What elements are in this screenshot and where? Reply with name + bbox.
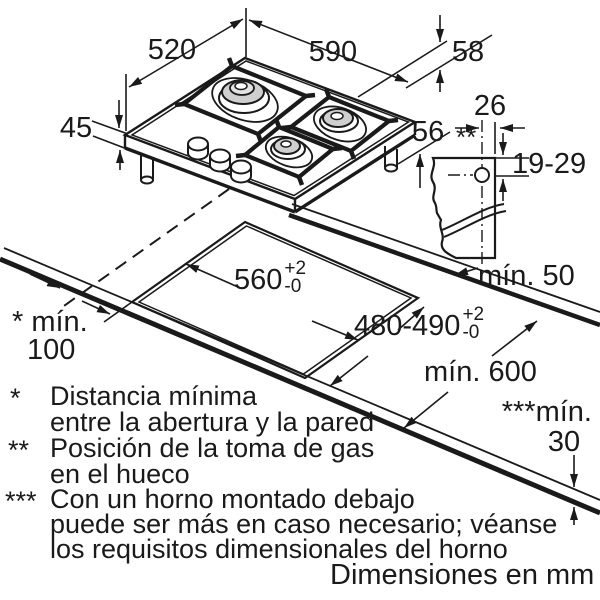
hob-leg-right <box>384 146 398 173</box>
worktop-back-edge <box>291 203 600 313</box>
knob-icon <box>230 159 252 175</box>
cutout-inner <box>137 225 413 375</box>
dim-560-arrow <box>185 263 239 288</box>
cutout-depth-value: 480-490 <box>354 310 461 342</box>
break-line <box>443 210 507 238</box>
dim-label-gas-side-offset: 56 <box>412 116 445 148</box>
gas-inlet-icon <box>474 167 490 183</box>
control-knobs <box>187 136 252 184</box>
dim-min600-arrow <box>491 320 538 357</box>
hob-illustration <box>122 56 418 214</box>
dim-590-line <box>248 19 409 83</box>
hob-body-right-edge <box>294 133 416 214</box>
dim-label-gas-height-range: 19-29 <box>512 148 587 180</box>
dim-label-cutout-depth: 480-490 +2 -0 <box>354 305 484 342</box>
cutout-depth-tolerance: +2 -0 <box>462 304 485 344</box>
dim-label-bottom-clearance: ***mín. <box>501 396 592 428</box>
knob-icon <box>187 136 209 152</box>
dim-label-cutout-width: 560 +2 -0 <box>234 259 306 296</box>
dim-label-hob-depth: 520 <box>147 34 197 66</box>
footnote-3-line-2: puede ser más en caso necesario; véanse <box>50 509 558 539</box>
dim-label-gas-edge-offset: 26 <box>473 90 507 122</box>
side-wall-dashed-line <box>60 188 230 309</box>
dim-label-side-clearance: mín. 50 <box>478 260 575 292</box>
dim-value-bottom-clearance: 30 <box>547 426 581 458</box>
units-note: Dimensiones en mm <box>330 559 595 591</box>
cabinet-side-profile <box>430 156 497 260</box>
dim-min600-arrow <box>403 391 449 429</box>
dim-min50-arrow <box>454 267 479 276</box>
dim-min100-arrow <box>29 273 61 289</box>
cutout-opening <box>129 220 421 380</box>
footnote-2-line-1: Posición de la toma de gas <box>50 433 375 463</box>
dim-ref-double-asterisk: ** <box>456 122 477 152</box>
footnote-marker-1: * <box>10 383 21 413</box>
dimension-lines <box>29 8 578 525</box>
dim-560-arrow <box>311 320 359 341</box>
cutout-width-tolerance: +2 -0 <box>284 258 307 298</box>
footnote-2-line-2: en el hueco <box>50 459 190 489</box>
dim-label-hob-width: 590 <box>308 36 358 68</box>
knob-icon <box>209 148 231 164</box>
dim-520-line <box>128 18 244 88</box>
footnote-3-line-1: Con un horno montado debajo <box>50 484 415 514</box>
dim-label-hob-height: 45 <box>59 112 93 144</box>
dim-label-worktop-depth: mín. 600 <box>424 356 537 388</box>
hob-leg-left <box>140 155 154 185</box>
footnote-1-line-1: Distancia mínima <box>50 381 258 411</box>
footnote-3-line-3: los requisitos dimensionales del horno <box>50 534 508 564</box>
cutout-width-value: 560 <box>234 264 283 296</box>
footnote-1-line-2: entre la abertura y la pared <box>50 407 375 437</box>
dim-label-wall-clearance: * mín. <box>12 306 88 338</box>
gas-connection-detail <box>430 120 507 266</box>
hob-body-front-edge <box>124 146 296 214</box>
dim-480-arrow <box>329 355 369 387</box>
hob-glass-rim <box>130 60 411 197</box>
wall-line <box>288 212 600 328</box>
worktop-front-thick-edge <box>0 256 600 516</box>
footnote-marker-2: ** <box>8 435 30 465</box>
burner-small-icon <box>235 118 343 186</box>
dim-value-wall-clearance: 100 <box>27 334 76 366</box>
break-line <box>441 203 505 231</box>
cutout-outer <box>129 220 421 380</box>
dim-min100-arrow <box>81 300 111 315</box>
footnote-marker-3: *** <box>5 486 37 516</box>
dim-label-corner-height: 58 <box>451 36 485 68</box>
dim-480-arrow <box>397 306 425 331</box>
burner-medium-icon <box>281 88 399 160</box>
